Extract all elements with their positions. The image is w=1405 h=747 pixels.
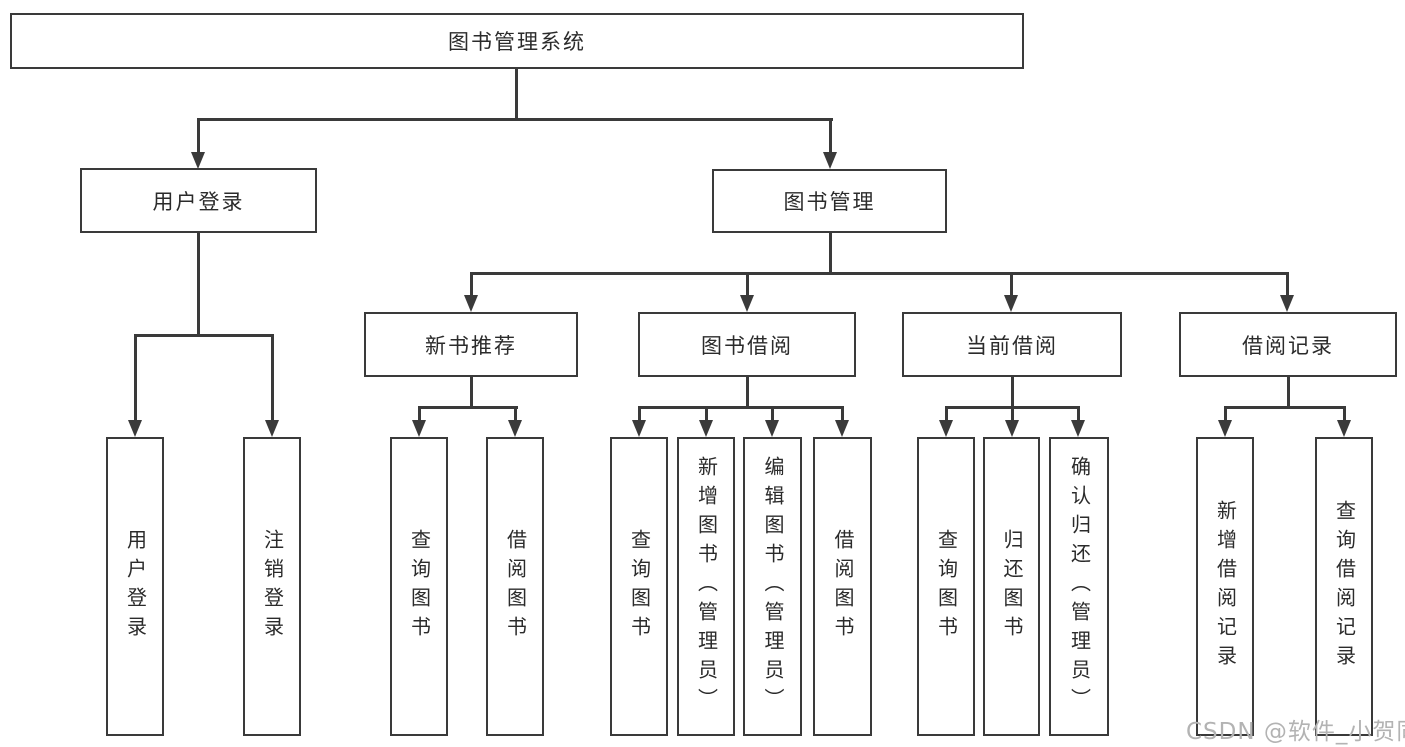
watermark: CSDN @软件_小贺同学 [1186, 719, 1405, 745]
arrowhead-down-icon [939, 420, 953, 437]
node-label: 归还图书 [1000, 528, 1024, 645]
node-label: 确认归还（管理员） [1067, 456, 1092, 717]
node-user-login-action: 用户登录 [106, 437, 164, 736]
node-query-books-borrowing: 查询图书 [610, 437, 668, 736]
connector-line [1010, 272, 1013, 296]
node-book-management: 图书管理 [712, 169, 947, 233]
arrowhead-down-icon [1218, 420, 1232, 437]
node-label: 编辑图书（管理员） [761, 456, 785, 717]
node-new-book-recommendation: 新书推荐 [364, 312, 578, 377]
connector-line [746, 377, 749, 408]
connector-line [134, 334, 274, 337]
node-query-books-current: 查询图书 [917, 437, 975, 736]
node-add-borrow-record: 新增借阅记录 [1196, 437, 1254, 736]
node-borrow-books-recommendation: 借阅图书 [486, 437, 544, 736]
arrowhead-down-icon [508, 420, 522, 437]
arrowhead-down-icon [765, 420, 779, 437]
node-confirm-return-admin: 确认归还（管理员） [1049, 437, 1109, 736]
connector-line [470, 377, 473, 408]
node-label: 查询图书 [407, 528, 432, 645]
connector-line [197, 118, 200, 153]
connector-line [197, 233, 200, 336]
arrowhead-down-icon [191, 152, 205, 169]
connector-line [514, 406, 517, 421]
arrowhead-down-icon [464, 295, 478, 312]
connector-line [1224, 406, 1346, 409]
arrowhead-down-icon [823, 152, 837, 169]
connector-line [515, 69, 518, 119]
node-edit-books-admin: 编辑图书（管理员） [743, 437, 802, 736]
connector-line [705, 406, 708, 421]
node-book-borrowing: 图书借阅 [638, 312, 856, 377]
arrowhead-down-icon [632, 420, 646, 437]
connector-line [841, 406, 844, 421]
connector-line [771, 406, 774, 421]
node-borrowing-records: 借阅记录 [1179, 312, 1397, 377]
connector-line [470, 272, 473, 296]
arrowhead-down-icon [835, 420, 849, 437]
node-label: 注销登录 [260, 528, 285, 645]
connector-line [1224, 406, 1227, 421]
connector-line [1287, 377, 1290, 408]
arrowhead-down-icon [1071, 420, 1085, 437]
arrowhead-down-icon [412, 420, 426, 437]
arrowhead-down-icon [1004, 295, 1018, 312]
arrowhead-down-icon [128, 420, 142, 437]
node-label: 借阅图书 [831, 528, 855, 645]
node-label: 查询借阅记录 [1332, 499, 1357, 674]
connector-line [418, 406, 518, 409]
node-label: 用户登录 [123, 528, 148, 645]
arrowhead-down-icon [699, 420, 713, 437]
connector-line [1077, 406, 1080, 421]
connector-line [418, 406, 421, 421]
node-logout: 注销登录 [243, 437, 301, 736]
node-label: 查询图书 [934, 528, 959, 645]
connector-line [638, 406, 844, 409]
node-library-management-system: 图书管理系统 [10, 13, 1024, 69]
arrowhead-down-icon [1280, 295, 1294, 312]
node-label: 新增图书（管理员） [694, 456, 719, 717]
connector-line [1286, 272, 1289, 296]
node-label: 新增借阅记录 [1213, 499, 1238, 674]
connector-line [134, 334, 137, 421]
connector-line [746, 272, 749, 296]
connector-line [829, 118, 832, 153]
node-label: 借阅图书 [503, 528, 528, 645]
connector-line [470, 272, 1289, 275]
arrowhead-down-icon [265, 420, 279, 437]
node-current-borrowing: 当前借阅 [902, 312, 1122, 377]
arrowhead-down-icon [1005, 420, 1019, 437]
connector-line [829, 233, 832, 274]
connector-line [271, 334, 274, 421]
node-label: 查询图书 [627, 528, 652, 645]
node-add-books-admin: 新增图书（管理员） [677, 437, 735, 736]
connector-line [1011, 406, 1014, 421]
node-user-login: 用户登录 [80, 168, 317, 233]
arrowhead-down-icon [1337, 420, 1351, 437]
connector-line [945, 406, 948, 421]
node-return-books: 归还图书 [983, 437, 1040, 736]
connector-line [1011, 377, 1014, 408]
node-query-borrow-record: 查询借阅记录 [1315, 437, 1373, 736]
arrowhead-down-icon [740, 295, 754, 312]
connector-line [638, 406, 641, 421]
connector-line [197, 118, 833, 121]
connector-line [1343, 406, 1346, 421]
node-query-books-recommendation: 查询图书 [390, 437, 448, 736]
node-borrow-books-borrowing: 借阅图书 [813, 437, 872, 736]
